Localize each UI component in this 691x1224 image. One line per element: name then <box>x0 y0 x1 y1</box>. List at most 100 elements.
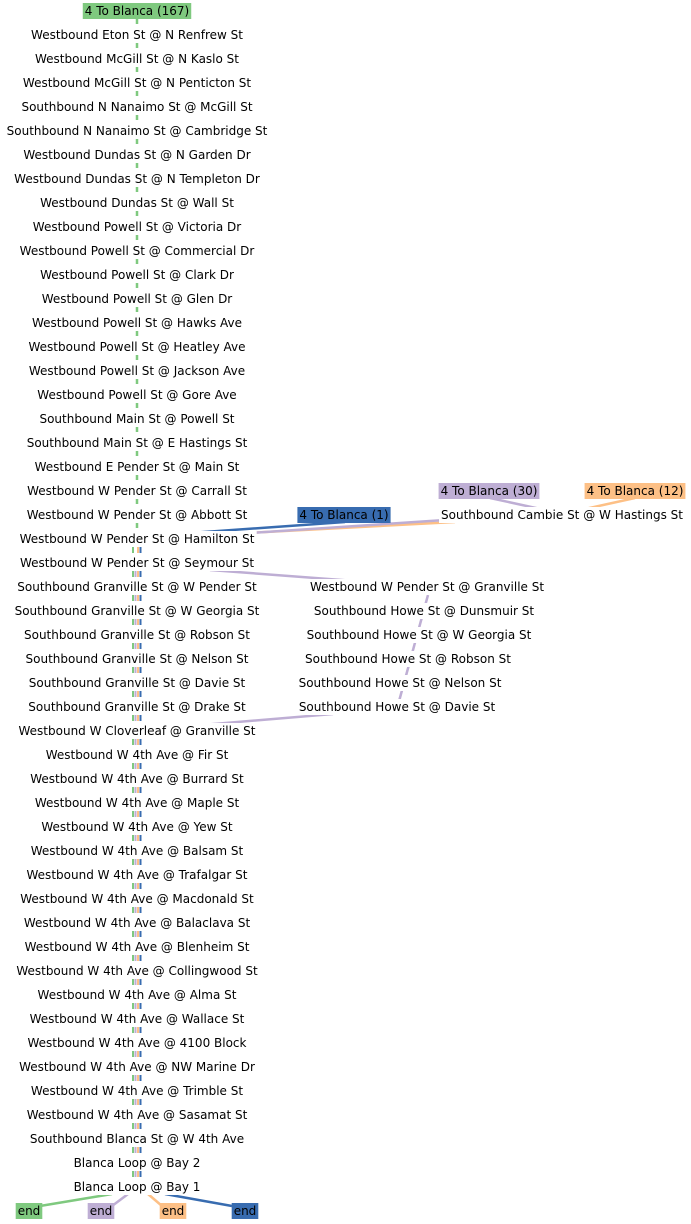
route-badge-blue: 4 To Blanca (1) <box>297 507 391 523</box>
stop-label: Westbound W 4th Ave @ Balaclava St <box>21 915 253 931</box>
stop-label-bg <box>29 27 246 43</box>
stop-label-text: Westbound W Pender St @ Seymour St <box>20 556 254 570</box>
stop-label-howe: Westbound W Pender St @ Granville St <box>307 579 547 595</box>
stop-label-bg <box>24 1107 250 1123</box>
badge-bg <box>87 1203 115 1219</box>
stop-label-text: Westbound Powell St @ Heatley Ave <box>29 340 246 354</box>
stop-label: Southbound N Nanaimo St @ Cambridge St <box>4 123 270 139</box>
stop-label: Southbound Granville St @ Nelson St <box>23 651 251 667</box>
stop-label-bg <box>25 1035 249 1051</box>
stop-label-bg <box>28 771 247 787</box>
stop-label: Westbound W 4th Ave @ Blenheim St <box>22 939 252 955</box>
stop-label: Westbound Powell St @ Hawks Ave <box>29 315 245 331</box>
stop-labels: Westbound Eton St @ N Renfrew St Westboun… <box>4 27 686 1195</box>
stop-label-howe: Southbound Howe St @ Dunsmuir St <box>311 603 537 619</box>
stop-label: Westbound Dundas St @ Wall St <box>38 195 237 211</box>
stop-label: Westbound W Pender St @ Abbott St <box>24 507 250 523</box>
stop-label-bg <box>25 483 250 499</box>
stop-label-text: Westbound W 4th Ave @ Fir St <box>46 748 229 762</box>
stop-label-bg <box>30 219 244 235</box>
stop-label-bg <box>16 723 258 739</box>
stop-label-text: Southbound Cambie St @ W Hastings St <box>441 508 683 522</box>
stop-label-text: Westbound W 4th Ave @ Trimble St <box>31 1084 243 1098</box>
stop-label-text: Southbound N Nanaimo St @ Cambridge St <box>7 124 268 138</box>
stop-label-howe: Southbound Howe St @ Robson St <box>303 651 514 667</box>
stop-label-text: Westbound E Pender St @ Main St <box>35 460 240 474</box>
stop-label-text: Westbound W 4th Ave @ Alma St <box>38 988 237 1002</box>
stop-label-text: Southbound Howe St @ Nelson St <box>299 676 502 690</box>
stop-label-text: Westbound W 4th Ave @ Wallace St <box>30 1012 245 1026</box>
stop-label: Westbound Powell St @ Glen Dr <box>39 291 235 307</box>
stop-label-text: Westbound W 4th Ave @ Maple St <box>35 796 240 810</box>
end-badge-blue: end <box>231 1203 259 1219</box>
badge-text: end <box>90 1204 113 1218</box>
stop-label-bg <box>38 267 236 283</box>
stop-label: Westbound W 4th Ave @ Fir St <box>43 747 231 763</box>
stop-label-howe: Southbound Howe St @ W Georgia St <box>304 627 534 643</box>
stop-label-text: Blanca Loop @ Bay 1 <box>74 1180 201 1194</box>
stop-label-bg <box>24 507 250 523</box>
stop-label-text: Blanca Loop @ Bay 2 <box>74 1156 201 1170</box>
stop-label-text: Westbound Powell St @ Glen Dr <box>42 292 233 306</box>
stop-label: Westbound Powell St @ Victoria Dr <box>30 219 244 235</box>
stop-label: Westbound W 4th Ave @ Trafalgar St <box>24 867 250 883</box>
badge-text: end <box>162 1204 185 1218</box>
stop-label: Westbound Powell St @ Heatley Ave <box>26 339 248 355</box>
stop-label-bg <box>71 1179 203 1195</box>
stop-label-bg <box>439 507 686 523</box>
stop-label-text: Westbound Powell St @ Clark Dr <box>40 268 234 282</box>
stop-label-bg <box>24 435 250 451</box>
stop-label-bg <box>14 963 260 979</box>
stop-label-bg <box>32 459 242 475</box>
stop-label-text: Westbound McGill St @ N Kaslo St <box>35 52 239 66</box>
stop-label: Westbound Powell St @ Jackson Ave <box>26 363 248 379</box>
stop-label-bg <box>35 387 239 403</box>
stop-label: Westbound W Pender St @ Hamilton St <box>17 531 257 547</box>
route-badge-green: 4 To Blanca (167) <box>82 3 192 19</box>
route-badge-orange: 4 To Blanca (12) <box>584 483 686 499</box>
stop-label-bg <box>303 651 514 667</box>
stop-label-text: Southbound Howe St @ Dunsmuir St <box>314 604 535 618</box>
stop-label-text: Westbound Powell St @ Gore Ave <box>37 388 236 402</box>
stop-label: Westbound W 4th Ave @ Alma St <box>35 987 239 1003</box>
badge-text: 4 To Blanca (1) <box>299 508 388 522</box>
stop-label: Westbound Powell St @ Gore Ave <box>35 387 239 403</box>
stop-label-bg <box>19 99 255 115</box>
stop-label-text: Westbound W Pender St @ Carrall St <box>27 484 247 498</box>
badge-bg <box>15 1203 43 1219</box>
stop-label-text: Westbound W 4th Ave @ 4100 Block <box>28 1036 247 1050</box>
stop-label-text: Westbound Eton St @ N Renfrew St <box>31 28 243 42</box>
stop-label-bg <box>71 1155 203 1171</box>
badge-text: 4 To Blanca (30) <box>441 484 538 498</box>
stop-label: Southbound Granville St @ W Georgia St <box>12 603 262 619</box>
stop-label-text: Westbound W Pender St @ Abbott St <box>27 508 248 522</box>
stop-label-text: Westbound Dundas St @ Wall St <box>40 196 234 210</box>
stop-label: Westbound W Pender St @ Carrall St <box>25 483 250 499</box>
stop-label-bg <box>32 795 242 811</box>
stop-label-text: Southbound Blanca St @ W 4th Ave <box>30 1132 244 1146</box>
stop-label-text: Westbound Powell St @ Hawks Ave <box>32 316 242 330</box>
stop-label-bg <box>39 819 235 835</box>
stop-label-bg <box>27 1011 247 1027</box>
stop-label-text: Westbound W 4th Ave @ Balaclava St <box>24 916 251 930</box>
badge-bg <box>82 3 192 19</box>
stop-label-bg <box>26 699 249 715</box>
badge-bg <box>584 483 686 499</box>
stop-label-bg <box>296 699 498 715</box>
stop-label: Southbound Granville St @ Drake St <box>26 699 249 715</box>
stop-label: Westbound W 4th Ave @ Collingwood St <box>14 963 260 979</box>
stop-label-text: Southbound Granville St @ Robson St <box>24 628 250 642</box>
stop-label-bg <box>18 891 257 907</box>
stop-label: Westbound W Pender St @ Seymour St <box>17 555 257 571</box>
stop-label: Westbound Powell St @ Commercial Dr <box>17 243 257 259</box>
stop-label-text: Westbound Powell St @ Victoria Dr <box>33 220 241 234</box>
badge-text: 4 To Blanca (167) <box>85 4 189 18</box>
stop-label-text: Southbound Granville St @ Drake St <box>28 700 246 714</box>
stop-label-bg <box>17 531 257 547</box>
stop-label: Westbound McGill St @ N Kaslo St <box>33 51 242 67</box>
stop-label: Blanca Loop @ Bay 2 <box>71 1155 203 1171</box>
stop-label: Westbound Powell St @ Clark Dr <box>38 267 236 283</box>
badge-bg <box>159 1203 187 1219</box>
stop-label-text: Southbound Granville St @ W Georgia St <box>15 604 260 618</box>
stop-label-bg <box>12 603 262 619</box>
